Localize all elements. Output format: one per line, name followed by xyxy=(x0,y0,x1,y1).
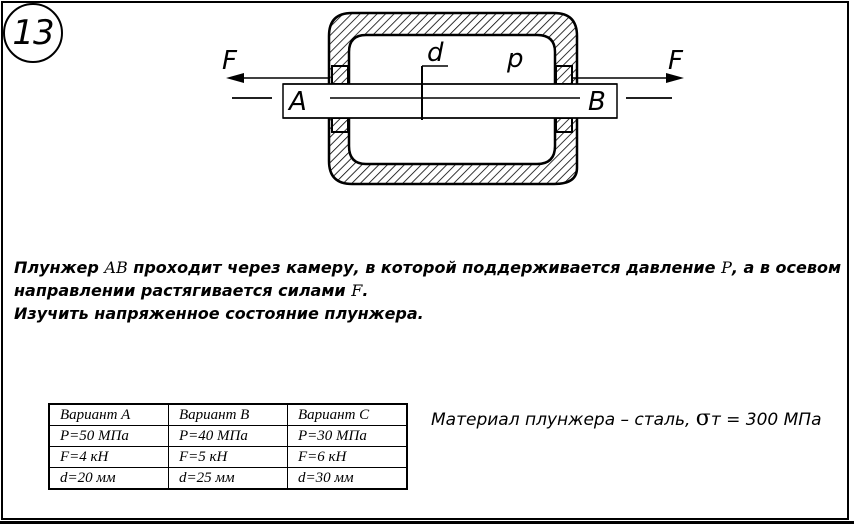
material-value: = 300 МПа xyxy=(726,410,822,430)
force-arrow-right xyxy=(572,73,684,99)
material-text: Материал плунжера – сталь, xyxy=(431,410,691,430)
table-cell: F=4 кН xyxy=(48,446,169,468)
table-cell: d=20 мм xyxy=(48,467,169,490)
table-row: P=50 МПа P=40 МПа P=30 МПа xyxy=(48,425,408,447)
label-pressure: p xyxy=(506,44,524,74)
sigma-subscript: т xyxy=(710,410,721,430)
symbol-ab: AB xyxy=(104,258,128,277)
symbol-p: P xyxy=(721,258,732,277)
table-cell: Вариант В xyxy=(168,403,288,426)
table-cell: d=30 мм xyxy=(287,467,408,490)
force-arrow-left xyxy=(226,73,330,99)
label-end-b: B xyxy=(588,87,606,117)
label-end-a: A xyxy=(287,87,307,117)
variants-table: Вариант А Вариант В Вариант С P=50 МПа P… xyxy=(48,403,408,490)
label-diameter: d xyxy=(427,38,444,68)
label-right-force: F xyxy=(668,46,684,76)
statement-line-3: Изучить напряженное состояние плунжера. xyxy=(14,304,424,323)
page-frame xyxy=(1,1,849,520)
seal-right-bottom xyxy=(555,117,573,133)
table-row: F=4 кН F=5 кН F=6 кН xyxy=(48,446,408,468)
symbol-f: F xyxy=(351,281,363,300)
plunger-rod xyxy=(282,83,618,119)
seal-left-top xyxy=(331,65,349,85)
table-cell: F=5 кН xyxy=(168,446,288,468)
material-note: Материал плунжера – сталь, σт = 300 МПа xyxy=(431,406,822,431)
statement-line-2: направлении растягивается силами F. xyxy=(14,281,369,300)
label-left-force: F xyxy=(222,46,238,76)
table-cell: P=30 МПа xyxy=(287,425,408,447)
table-cell: F=6 кН xyxy=(287,446,408,468)
problem-number: 13 xyxy=(12,13,54,53)
table-row: Вариант А Вариант В Вариант С xyxy=(48,403,408,426)
table-cell: Вариант С xyxy=(287,403,408,426)
problem-number-badge: 13 xyxy=(3,3,63,63)
table-cell: d=25 мм xyxy=(168,467,288,490)
table-cell: Вариант А xyxy=(48,403,169,426)
seal-right-top xyxy=(555,65,573,85)
chamber-wall xyxy=(327,11,579,186)
seal-left-bottom xyxy=(331,117,349,133)
table-cell: P=50 МПа xyxy=(48,425,169,447)
problem-statement: Плунжер AB проходит через камеру, в кото… xyxy=(14,256,842,325)
sigma-symbol: σ xyxy=(695,406,711,431)
statement-line-1: Плунжер AB проходит через камеру, в кото… xyxy=(14,258,842,277)
table-cell: P=40 МПа xyxy=(168,425,288,447)
bottom-border xyxy=(0,521,854,524)
table-row: d=20 мм d=25 мм d=30 мм xyxy=(48,467,408,490)
